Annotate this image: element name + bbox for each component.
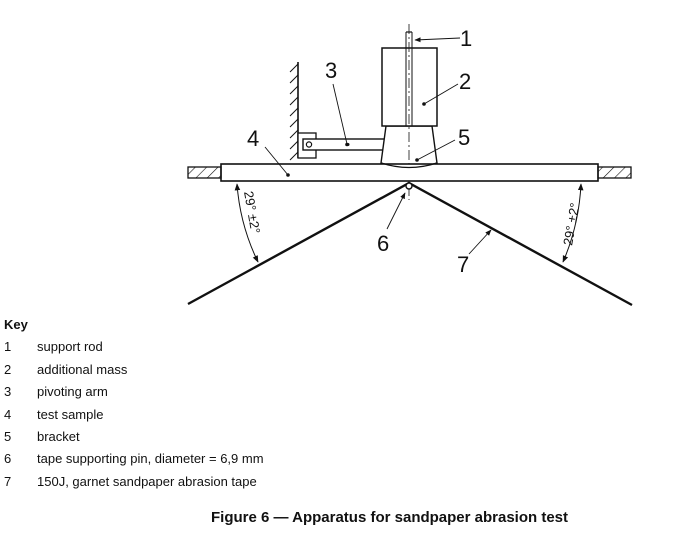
key-label: test sample <box>37 406 104 422</box>
key-number: 5 <box>4 429 12 445</box>
key-item: 6 tape supporting pin, diameter = 6,9 mm <box>4 448 264 470</box>
callout-4: 4 <box>247 126 259 151</box>
key-item: 2 additional mass <box>4 359 264 381</box>
key-label: tape supporting pin, diameter = 6,9 mm <box>37 451 264 467</box>
key-number: 6 <box>4 451 12 467</box>
leader-3 <box>332 83 348 145</box>
callout-7: 7 <box>457 252 469 277</box>
test-sample <box>220 163 599 182</box>
leader-4 <box>264 146 289 176</box>
right-stub <box>597 166 632 179</box>
key-label: pivoting arm <box>37 384 108 400</box>
angle-label-right: 29° ±2° <box>560 202 582 247</box>
key-item: 7 150J, garnet sandpaper abrasion tape <box>4 471 264 493</box>
key-label: additional mass <box>37 361 128 377</box>
leader-2 <box>423 83 459 105</box>
leader-6 <box>386 192 406 230</box>
key-title: Key <box>4 317 28 332</box>
key-number: 3 <box>4 384 12 400</box>
key-label: 150J, garnet sandpaper abrasion tape <box>37 473 257 489</box>
callout-6: 6 <box>377 231 389 256</box>
leader-1 <box>414 37 461 43</box>
key-number: 7 <box>4 473 12 489</box>
key-item: 1 support rod <box>4 336 264 358</box>
figure-caption: Figure 6 — Apparatus for sandpaper abras… <box>211 509 569 526</box>
callout-2: 2 <box>459 69 471 94</box>
angle-arc-left <box>234 183 259 263</box>
key-label: support rod <box>37 339 103 355</box>
leader-5 <box>416 139 456 161</box>
left-stub <box>187 166 222 179</box>
key-item: 4 test sample <box>4 404 264 426</box>
key-number: 4 <box>4 406 12 422</box>
tape-supporting-pin <box>405 182 413 190</box>
key-number: 1 <box>4 339 12 355</box>
callout-1: 1 <box>460 26 472 51</box>
wall <box>289 62 299 161</box>
key-item: 3 pivoting arm <box>4 381 264 403</box>
leader-7 <box>468 229 492 255</box>
additional-mass <box>381 47 438 127</box>
angle-label-left: 29° ±2° <box>241 190 263 235</box>
key-legend: Key 1 support rod 2 additional mass 3 pivot… <box>4 314 264 493</box>
callout-3: 3 <box>325 58 337 83</box>
callout-5: 5 <box>458 125 470 150</box>
key-number: 2 <box>4 361 12 377</box>
key-item: 5 bracket <box>4 426 264 448</box>
key-label: bracket <box>37 429 80 445</box>
angle-arc-right <box>562 183 584 263</box>
